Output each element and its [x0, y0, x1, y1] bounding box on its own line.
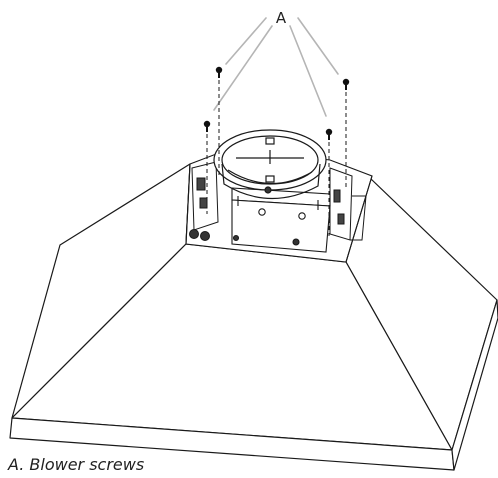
blower-screws — [203, 66, 350, 236]
screw-right-far — [342, 78, 350, 190]
callout-letter-a: A — [276, 9, 287, 27]
screw-left-near — [203, 120, 211, 214]
damper-collar — [213, 129, 327, 200]
screw-right-near — [325, 128, 333, 236]
figure-caption: A. Blower screws — [8, 455, 145, 474]
screw-left-far — [215, 66, 223, 176]
leader-lines — [213, 17, 339, 117]
left-bracket — [189, 161, 219, 241]
hood-body — [9, 163, 498, 471]
